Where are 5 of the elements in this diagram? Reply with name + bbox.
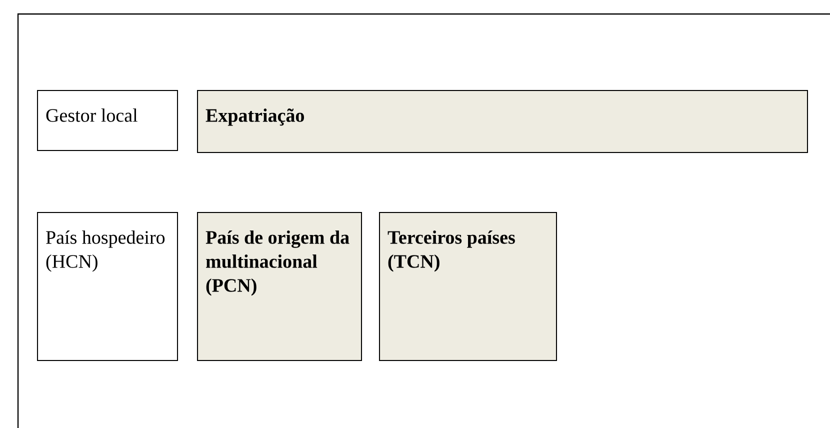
heading-box: Expatriação: [197, 90, 808, 153]
heading-box: País de origem da multinacional (PCN): [197, 212, 362, 361]
text-box: Gestor local: [37, 90, 178, 151]
heading-box: Terceiros países (TCN): [379, 212, 557, 361]
text-box: País hospedeiro (HCN): [37, 212, 178, 361]
